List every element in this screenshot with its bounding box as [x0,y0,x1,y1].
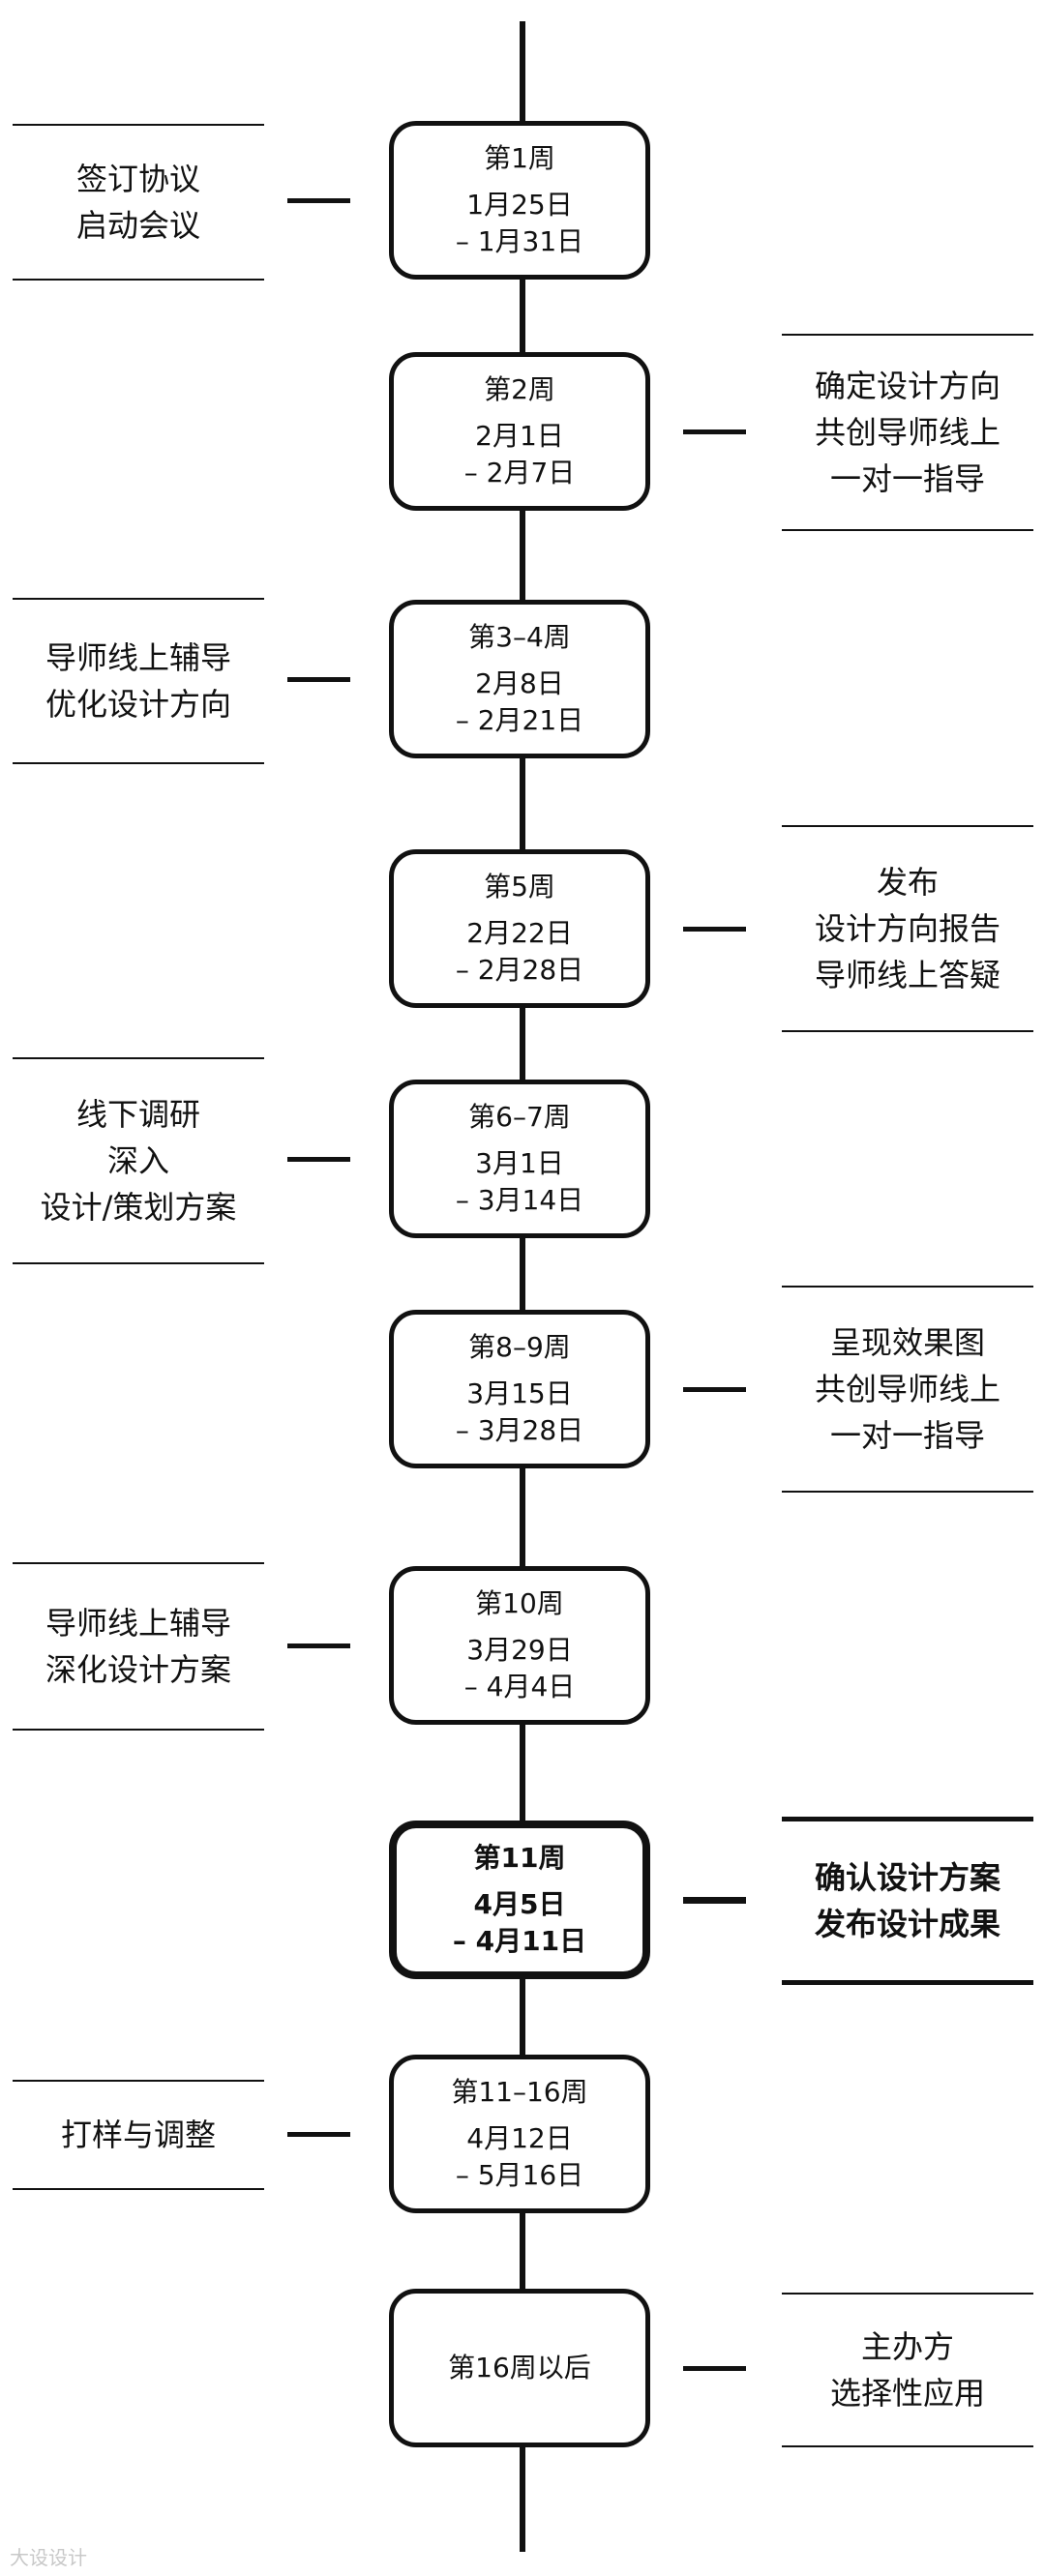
node-date-start: 1月25日 [466,189,573,221]
timeline-note: 打样与调整 [13,2080,264,2190]
connector-line [683,429,746,434]
node-date-start: 4月12日 [466,2122,573,2154]
node-date-end: – 1月31日 [455,225,584,257]
node-week-label: 第2周 [484,373,555,405]
node-week-label: 第6–7周 [468,1101,571,1133]
node-date-end: – 2月28日 [455,954,584,986]
note-line: 线下调研 [75,1096,200,1133]
note-line: 确认设计方案 [814,1859,1000,1896]
connector-line [683,927,746,932]
connector-line [287,1643,350,1648]
timeline-note: 主办方 选择性应用 [782,2293,1033,2447]
note-line: 确定设计方向 [814,368,1000,404]
connector-line [287,198,350,203]
timeline-note: 签订协议 启动会议 [13,124,264,281]
connector-line [287,1157,350,1162]
connector-line [683,2366,746,2371]
timeline-node-week-1: 第1周 1月25日 – 1月31日 [389,121,650,280]
note-line: 发布 [876,864,939,901]
node-week-label: 第1周 [484,142,555,174]
node-date-end: – 5月16日 [455,2159,584,2191]
timeline-note: 导师线上辅导 优化设计方向 [13,598,264,764]
node-date-end: – 3月28日 [455,1414,584,1446]
note-line: 深入 [106,1142,169,1179]
node-date-start: 3月1日 [475,1147,564,1179]
node-week-label: 第10周 [475,1587,564,1619]
note-line: 一对一指导 [829,460,985,497]
note-line: 导师线上答疑 [814,957,1000,993]
note-line: 设计方向报告 [814,910,1000,947]
timeline-node-week-11-16: 第11–16周 4月12日 – 5月16日 [389,2055,650,2213]
node-date-start: 4月5日 [473,1888,566,1920]
note-line: 优化设计方向 [45,686,231,723]
timeline-note: 呈现效果图 共创导师线上 一对一指导 [782,1286,1033,1493]
timeline-node-week-3-4: 第3–4周 2月8日 – 2月21日 [389,600,650,758]
node-date-end: – 4月4日 [463,1671,576,1703]
note-line: 呈现效果图 [829,1324,985,1361]
note-line: 一对一指导 [829,1417,985,1454]
note-line: 设计/策划方案 [40,1189,237,1226]
timeline-note: 线下调研 深入 设计/策划方案 [13,1057,264,1264]
watermark-logo: 大设设计 [10,2546,87,2569]
timeline-node-week-6-7: 第6–7周 3月1日 – 3月14日 [389,1080,650,1238]
node-date-start: 2月8日 [475,667,564,699]
node-date-end: – 4月11日 [452,1925,587,1957]
timeline-note: 发布 设计方向报告 导师线上答疑 [782,825,1033,1032]
note-line: 打样与调整 [60,2117,216,2153]
timeline-note: 确认设计方案 发布设计成果 [782,1817,1033,1985]
note-line: 选择性应用 [829,2375,985,2412]
note-line: 启动会议 [75,207,200,244]
node-week-label: 第11–16周 [451,2076,588,2108]
node-week-label: 第3–4周 [468,621,571,653]
timeline-node-week-11: 第11周 4月5日 – 4月11日 [389,1821,650,1979]
timeline-node-week-10: 第10周 3月29日 – 4月4日 [389,1566,650,1725]
timeline-spine [520,21,525,2552]
node-date-start: 2月1日 [475,420,564,452]
connector-line [287,677,350,682]
note-line: 共创导师线上 [814,414,1000,451]
timeline-node-week-2: 第2周 2月1日 – 2月7日 [389,352,650,511]
timeline-node-week-16-after: 第16周以后 [389,2289,650,2447]
node-week-label: 第8–9周 [468,1331,571,1363]
note-line: 导师线上辅导 [45,1605,231,1642]
connector-line [287,2132,350,2137]
note-line: 签订协议 [75,161,200,197]
node-week-label: 第16周以后 [448,2352,591,2384]
timeline-node-week-8-9: 第8–9周 3月15日 – 3月28日 [389,1310,650,1468]
connector-line [683,1387,746,1392]
timeline-note: 确定设计方向 共创导师线上 一对一指导 [782,334,1033,531]
timeline-note: 导师线上辅导 深化设计方案 [13,1562,264,1731]
node-week-label: 第5周 [484,871,555,903]
node-date-start: 3月15日 [466,1377,573,1409]
node-date-end: – 3月14日 [455,1184,584,1216]
node-date-end: – 2月7日 [463,457,576,489]
note-line: 共创导师线上 [814,1371,1000,1407]
timeline-node-week-5: 第5周 2月22日 – 2月28日 [389,849,650,1008]
note-line: 发布设计成果 [814,1906,1000,1942]
note-line: 深化设计方案 [45,1651,231,1688]
connector-line [683,1897,746,1904]
node-date-end: – 2月21日 [455,704,584,736]
node-date-start: 3月29日 [466,1634,573,1666]
note-line: 主办方 [860,2328,954,2365]
node-week-label: 第11周 [473,1842,566,1874]
node-date-start: 2月22日 [466,917,573,949]
note-line: 导师线上辅导 [45,639,231,676]
